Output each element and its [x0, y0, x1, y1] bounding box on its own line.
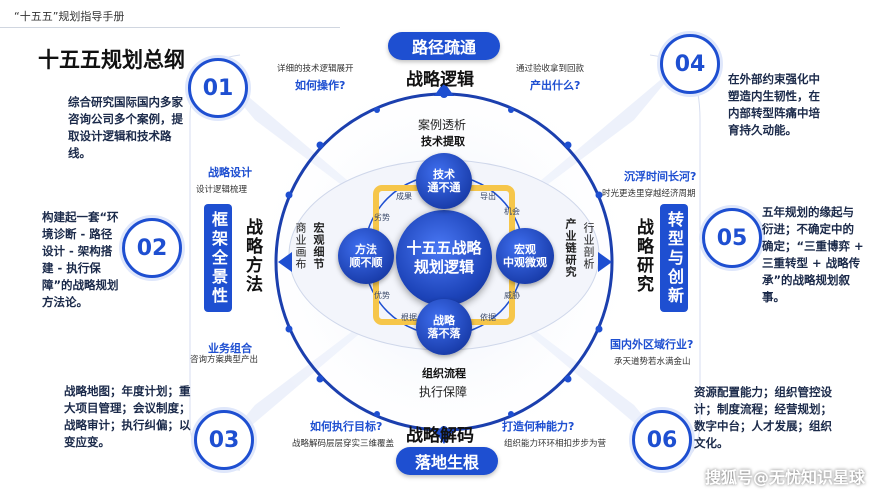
ring-industry-analysis: 行业剖析 [582, 222, 595, 270]
tag-achievement: 成果 [396, 192, 412, 201]
tag-reference: 依据 [480, 313, 496, 322]
main-title: 十五五规划总纲 [38, 48, 185, 72]
ball-macro: 宏观 中观微观 [496, 228, 554, 284]
question-region-industry-sub: 承天道势若水满金山 [614, 357, 691, 367]
ball-method: 方法 顺不顺 [338, 228, 394, 284]
question-how-execute: 如何执行目标? [310, 420, 383, 433]
ring-macro-detail: 宏观细节 [312, 222, 325, 270]
question-time-river-sub: 时光更迭里穿越经济周期 [602, 189, 696, 199]
section-04-number: 04 [660, 34, 720, 94]
section-05-text: 五年规划的缘起与衍进；不确定中的确定；“三重博弈 + 三重转型 + 战略传承”的… [762, 205, 864, 304]
pill-land-root: 落地生根 [396, 447, 498, 475]
question-region-industry: 国内外区域行业? [610, 338, 694, 351]
question-how-execute-sub: 战略解码层层穿实三维覆盖 [292, 439, 395, 449]
header-divider [0, 27, 340, 28]
box-framework-panorama: 框架全景性 [204, 204, 232, 312]
section-01-text: 综合研究国际国内多家咨询公司多个案例，提取设计逻辑和技术路线。 [68, 95, 183, 160]
question-output: 产出什么? [530, 79, 581, 92]
ring-tech-extract: 技术提取 [421, 135, 465, 148]
label-strategy-design-sub: 设计逻辑梳理 [196, 185, 248, 195]
tag-opportunity: 机会 [504, 207, 520, 216]
axis-strategy-method: 战略方法 [242, 218, 262, 294]
section-04-text: 在外部约束强化中塑造内生韧性，在内部转型阵痛中培育持久动能。 [728, 72, 820, 137]
section-06-number: 06 [632, 410, 692, 470]
pill-path-clear: 路径疏通 [388, 32, 500, 60]
section-03-text: 战略地图；年度计划；重大项目管理；会议制度；战略审计；执行纠偏；以变应变。 [64, 384, 191, 449]
ball-strategy: 战略 落不落 [416, 299, 472, 355]
tag-basis: 根据 [401, 313, 417, 322]
question-time-river: 沉浮时间长河? [624, 170, 697, 183]
watermark: 搜狐号@无忧知识星球 [704, 468, 865, 487]
question-which-ability: 打造何种能力? [502, 420, 575, 433]
axis-strategy-decoding: 战略解码 [406, 426, 474, 446]
label-business-combo: 业务组合 [208, 342, 252, 355]
axis-strategy-research: 战略研究 [633, 218, 653, 294]
question-which-ability-sub: 组织能力环环相扣步步为营 [504, 439, 607, 449]
section-03-number: 03 [194, 410, 254, 470]
section-01-number: 01 [188, 58, 248, 118]
question-how-operate: 如何操作? [295, 79, 346, 92]
ring-exec-guarantee: 执行保障 [419, 385, 468, 399]
tag-threat: 威胁 [504, 291, 520, 300]
core-line-1: 十五五战略 [406, 239, 482, 257]
ring-case-analysis: 案例透析 [418, 118, 467, 132]
ring-org-process: 组织流程 [422, 367, 466, 380]
axis-strategy-logic: 战略逻辑 [406, 70, 474, 90]
question-output-sub: 通过验收拿到回款 [516, 64, 585, 74]
core-15th-plan-logic: 十五五战略 规划逻辑 [396, 210, 492, 306]
section-02-number: 02 [122, 218, 182, 278]
ring-chain-research: 产业链研究 [564, 218, 577, 278]
box-transform-innovation: 转型与创新 [660, 204, 688, 312]
tag-weakness: 劣势 [374, 213, 390, 222]
section-05-number: 05 [702, 208, 762, 268]
label-strategy-design: 战略设计 [208, 166, 252, 179]
tag-export: 导出 [480, 192, 496, 201]
question-how-operate-sub: 详细的技术逻辑展开 [277, 64, 354, 74]
ring-business-canvas: 商业画布 [294, 222, 307, 270]
core-line-2: 规划逻辑 [413, 258, 474, 276]
ball-technology: 技术 通不通 [416, 153, 472, 209]
section-06-text: 资源配置能力；组织管控设计；制度流程；经营规划；数字中台；人才发展；组织文化。 [694, 385, 832, 450]
label-business-combo-sub: 咨询方案典型产出 [190, 355, 259, 365]
tag-strength: 优势 [374, 291, 390, 300]
header-title: “十五五”规划指导手册 [14, 10, 125, 23]
section-02-text: 构建起一套“环境诊断 - 路径设计 - 架构搭建 - 执行保障”的战略规划方法论… [42, 210, 119, 309]
